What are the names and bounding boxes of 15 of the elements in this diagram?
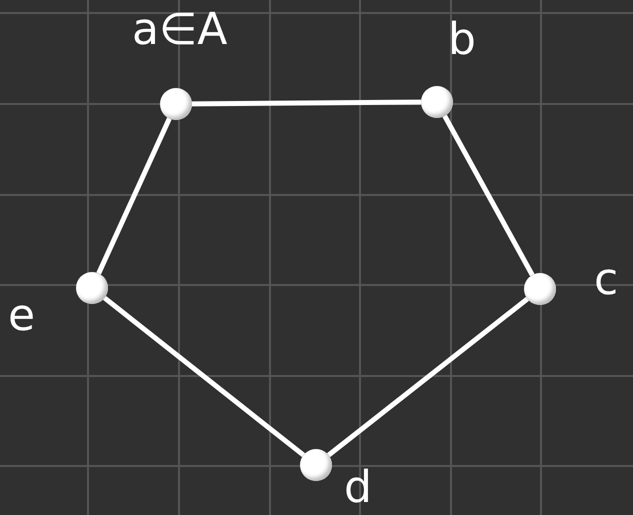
edge-line bbox=[103, 296, 305, 458]
edge-line bbox=[192, 100, 422, 106]
vertex-dot bbox=[421, 86, 453, 118]
vertex-dot bbox=[76, 272, 108, 304]
vertex-label: c bbox=[594, 258, 618, 302]
edge-line bbox=[327, 296, 529, 458]
vertex-dot bbox=[300, 449, 332, 481]
edge-line bbox=[442, 114, 534, 276]
edge-line bbox=[96, 118, 172, 274]
vertex-dot bbox=[160, 88, 192, 120]
vertex-dot bbox=[524, 273, 556, 305]
vertex-label: a∈A bbox=[132, 8, 228, 52]
vertex-label: b bbox=[448, 18, 476, 62]
vertex-label: d bbox=[344, 466, 372, 510]
vertex-label: e bbox=[8, 294, 36, 338]
